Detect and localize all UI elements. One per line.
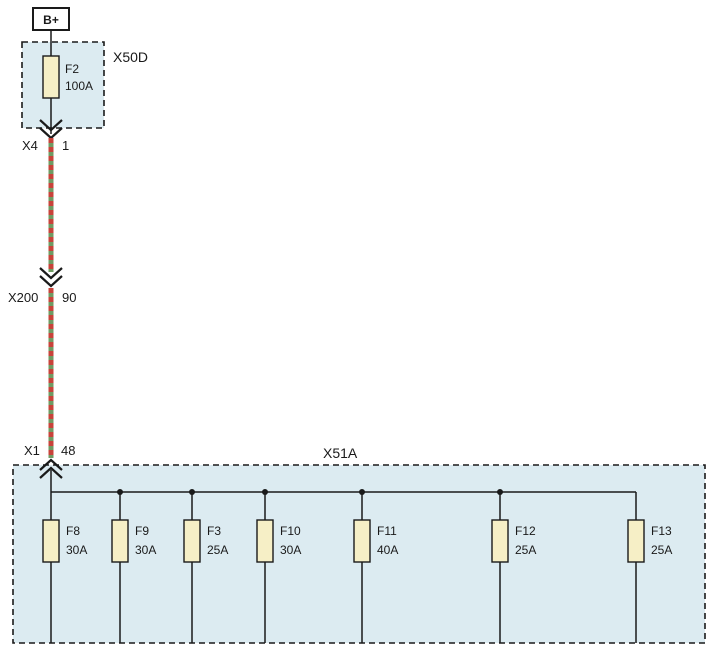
connector-x4-pin: 1 [62, 138, 69, 153]
connector-x4-name: X4 [22, 138, 38, 153]
fuse-f2-rating: 100A [65, 79, 93, 93]
fuse-f12-name: F12 [515, 524, 536, 538]
fuse-f10-rating: 30A [280, 543, 301, 557]
fuse-f10-name: F10 [280, 524, 301, 538]
fuse-f12-rating: 25A [515, 543, 536, 557]
fuse-f8 [42, 519, 60, 563]
fuse-f11-name: F11 [377, 524, 397, 538]
fuse-f11-rating: 40A [377, 543, 398, 557]
fuse-f8-rating: 30A [66, 543, 87, 557]
connector-x1-name: X1 [24, 443, 40, 458]
fuse-f8-name: F8 [66, 524, 80, 538]
connector-x1-symbol [39, 458, 63, 479]
fuse-f9 [111, 519, 129, 563]
fuse-f10 [256, 519, 274, 563]
fuse-f11 [353, 519, 371, 563]
fuse-branches: F8 30A F9 30A F3 25A F10 30A F11 40A F12 25A F13 25A [42, 489, 672, 643]
upper-fuse-box [21, 41, 105, 129]
connector-x200-name: X200 [8, 290, 38, 305]
fuse-f3 [183, 519, 201, 563]
power-source-label: B+ [43, 13, 59, 27]
fuse-f9-name: F9 [135, 524, 149, 538]
fuse-f3-rating: 25A [207, 543, 228, 557]
upper-box-label: X50D [113, 49, 148, 65]
lower-box-label: X51A [323, 445, 358, 461]
fuse-f9-rating: 30A [135, 543, 156, 557]
connector-x200-symbol [39, 267, 63, 288]
fuse-f13-rating: 25A [651, 543, 672, 557]
connector-x1-pin: 48 [61, 443, 75, 458]
fuse-f3-name: F3 [207, 524, 221, 538]
fuse-f2-name: F2 [65, 62, 79, 76]
fuse-f13 [627, 519, 645, 563]
fuse-f12 [491, 519, 509, 563]
fuse-f2 [42, 55, 60, 99]
connector-x200-pin: 90 [62, 290, 76, 305]
fuse-f13-name: F13 [651, 524, 672, 538]
